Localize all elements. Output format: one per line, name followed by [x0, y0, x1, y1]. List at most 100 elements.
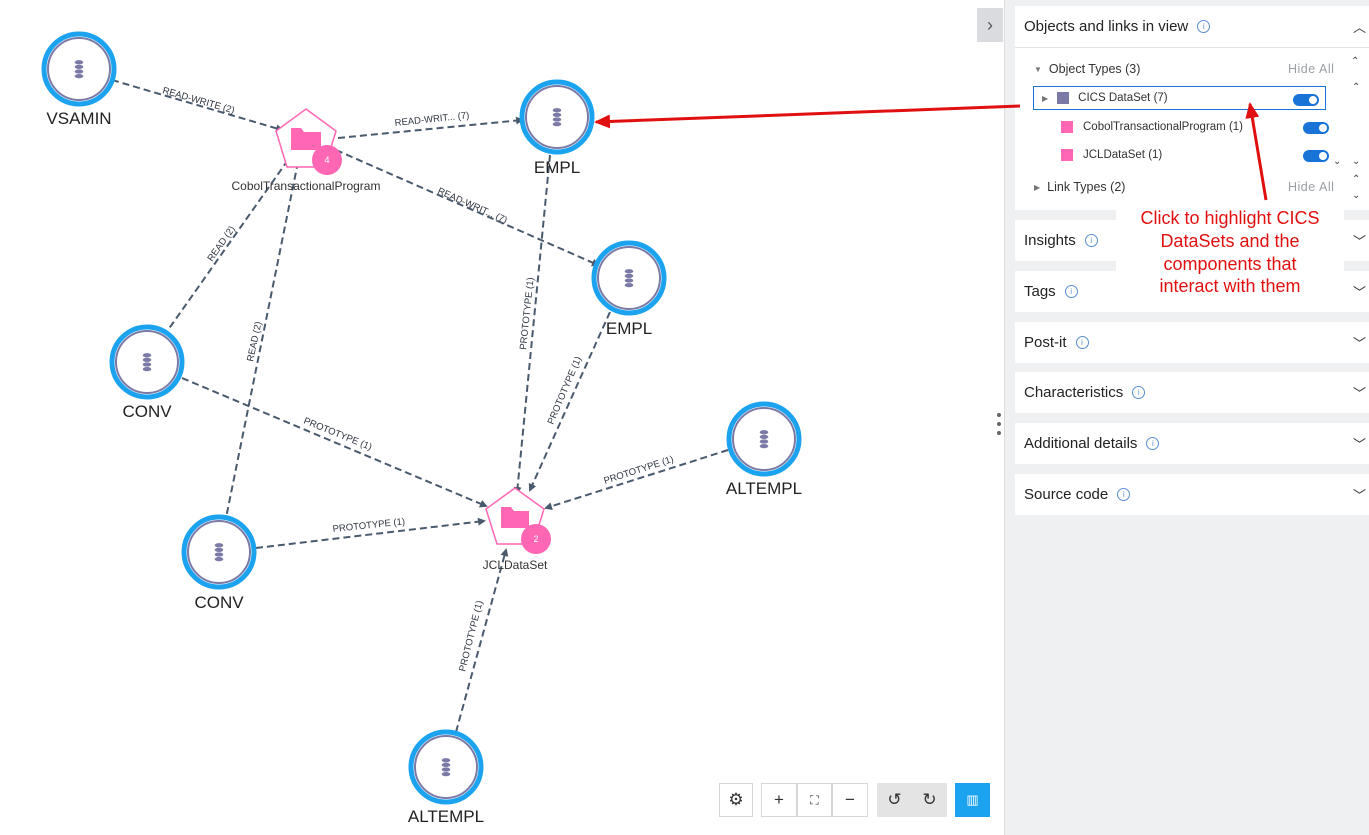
edge[interactable]: READ (2) — [225, 161, 299, 519]
chevron-down-icon: ﹀ — [1352, 437, 1366, 452]
edge[interactable]: PROTOTYPE (1) — [513, 154, 551, 495]
link-types-label: Link Types (2) — [1047, 180, 1126, 194]
folder-icon — [501, 507, 529, 528]
node-altempl[interactable]: ALTEMPL — [408, 729, 484, 826]
hide-all-object-types-button[interactable]: Hide All — [1288, 62, 1335, 76]
edge-label: PROTOTYPE (1) — [302, 416, 374, 453]
chevron-down-icon: ﹀ — [1352, 488, 1366, 503]
objects-links-card: Objects and links in view i ︿ ▼ Object T… — [1015, 6, 1369, 210]
settings-button[interactable]: ⚙ — [719, 783, 753, 817]
chevron-down-icon: ﹀ — [1352, 336, 1366, 351]
graph-edges: READ-WRITE (2) READ-WRIT... (7) READ-WRI… — [111, 79, 729, 733]
node-vsamin[interactable]: VSAMIN — [41, 31, 117, 128]
edge-label: READ-WRITE (2) — [161, 85, 236, 116]
redo-button[interactable]: ↻ — [912, 783, 947, 817]
group-label: CobolTransactionalProgram — [232, 179, 381, 193]
node-label: EMPL — [534, 158, 580, 177]
node-label: CONV — [122, 402, 172, 421]
edge[interactable]: PROTOTYPE (1) — [455, 548, 509, 733]
fit-to-screen-button[interactable]: ⛶ — [797, 783, 832, 817]
info-icon[interactable]: i — [1084, 233, 1098, 247]
object-type-item-jcl[interactable]: JCLDataSet (1) — [1061, 149, 1162, 161]
edge[interactable]: READ-WRITE (2) — [111, 79, 284, 133]
info-icon[interactable]: i — [1117, 487, 1131, 501]
edge-label: READ-WRIT... (7) — [436, 186, 509, 227]
scroll-up-icon[interactable]: ⌃ — [1351, 56, 1360, 67]
object-types-toggle[interactable]: ▼ Object Types (3) — [1034, 62, 1140, 76]
scroll-down-icon[interactable]: ⌄ — [1352, 156, 1361, 167]
collapse-panel-button[interactable]: › — [977, 8, 1003, 42]
node-conv[interactable]: CONV — [181, 514, 257, 612]
edge-label: PROTOTYPE (1) — [332, 516, 405, 535]
object-types-label: Object Types (3) — [1048, 62, 1141, 76]
info-icon[interactable]: i — [1132, 385, 1146, 399]
graph-toolbar: ⚙ + ⛶ − ↺ ↻ ▥ — [719, 783, 990, 817]
group-label: JCLDataSet — [483, 558, 548, 572]
chevron-down-icon: ﹀ — [1352, 234, 1366, 249]
node-label: ALTEMPL — [726, 479, 802, 498]
edge[interactable]: PROTOTYPE (1) — [544, 449, 729, 510]
folder-icon — [291, 128, 321, 150]
object-type-label: CobolTransactionalProgram (1) — [1083, 121, 1244, 133]
section-title: Insights — [1024, 231, 1076, 249]
scroll-down-icon[interactable]: ⌄ — [1333, 156, 1342, 167]
panel-resize-handle[interactable] — [996, 413, 1002, 435]
scroll-up-icon[interactable]: ⌃ — [1352, 174, 1361, 185]
zoom-in-button[interactable]: + — [761, 783, 797, 817]
toggle-cics-dataset[interactable] — [1293, 94, 1319, 106]
redo-icon: ↻ — [922, 790, 937, 809]
zoom-out-button[interactable]: − — [832, 783, 868, 817]
toggle-cobol[interactable] — [1303, 122, 1329, 134]
edge[interactable]: PROTOTYPE (1) — [255, 516, 486, 549]
node-empl[interactable]: EMPL — [519, 79, 595, 177]
object-type-item-cics-dataset[interactable] — [1033, 86, 1326, 110]
scroll-up-icon[interactable]: ⌃ — [1352, 82, 1361, 93]
edge[interactable]: READ-WRIT... (7) — [337, 110, 524, 139]
section-additional-details[interactable]: Additional details i ﹀ — [1015, 423, 1369, 464]
section-title: Additional details — [1024, 434, 1138, 452]
edge[interactable]: PROTOTYPE (1) — [181, 377, 488, 508]
chevron-down-icon: ﹀ — [1352, 386, 1366, 401]
chevron-down-icon: ﹀ — [1352, 285, 1366, 300]
chevron-up-icon: ︿ — [1352, 20, 1366, 35]
toggle-jcl[interactable] — [1303, 150, 1329, 162]
section-insights[interactable]: Insights i ﹀ — [1015, 220, 1369, 261]
zoom-out-icon: − — [845, 790, 855, 809]
info-icon[interactable]: i — [1146, 436, 1160, 450]
scroll-down-icon[interactable]: ⌄ — [1352, 190, 1361, 201]
section-source-code[interactable]: Source code i ﹀ — [1015, 474, 1369, 515]
link-types-toggle[interactable]: ▶ Link Types (2) — [1034, 180, 1125, 194]
graph-svg[interactable]: READ-WRITE (2) READ-WRIT... (7) READ-WRI… — [0, 0, 1003, 835]
info-icon[interactable]: i — [1197, 19, 1211, 33]
graph-canvas[interactable]: READ-WRITE (2) READ-WRIT... (7) READ-WRI… — [0, 0, 1003, 835]
node-altempl[interactable]: ALTEMPL — [726, 401, 802, 498]
section-title: Source code — [1024, 485, 1109, 503]
edge-label: PROTOTYPE (1) — [457, 600, 485, 673]
hide-all-link-types-button[interactable]: Hide All — [1288, 180, 1335, 194]
group-node-jcl-dataset[interactable]: 2 JCLDataSet — [483, 487, 551, 572]
section-title: Tags — [1024, 282, 1056, 300]
settings-icon: ⚙ — [728, 790, 744, 809]
node-conv[interactable]: CONV — [109, 324, 185, 421]
side-panel: Objects and links in view i ︿ ▼ Object T… — [1004, 0, 1369, 835]
count-badge — [521, 524, 551, 554]
node-empl[interactable]: EMPL — [591, 240, 667, 338]
group-node-cobol-transactional-program[interactable]: 4 CobolTransactionalProgram — [232, 108, 381, 193]
color-swatch — [1061, 149, 1073, 161]
objects-links-header[interactable]: Objects and links in view i ︿ — [1015, 6, 1369, 46]
svg-text:2: 2 — [533, 534, 538, 544]
info-icon[interactable]: i — [1064, 284, 1078, 298]
node-label: ALTEMPL — [408, 807, 484, 826]
count-badge — [312, 145, 342, 175]
undo-button[interactable]: ↺ — [877, 783, 912, 817]
undo-icon: ↺ — [887, 790, 902, 809]
object-type-item-cobol[interactable]: CobolTransactionalProgram (1) — [1061, 121, 1243, 133]
map-button[interactable]: ▥ — [955, 783, 990, 817]
edge[interactable]: PROTOTYPE (1) — [528, 311, 611, 492]
info-icon[interactable]: i — [1075, 335, 1089, 349]
edge-label: READ (2) — [245, 321, 264, 363]
svg-text:4: 4 — [324, 155, 329, 165]
